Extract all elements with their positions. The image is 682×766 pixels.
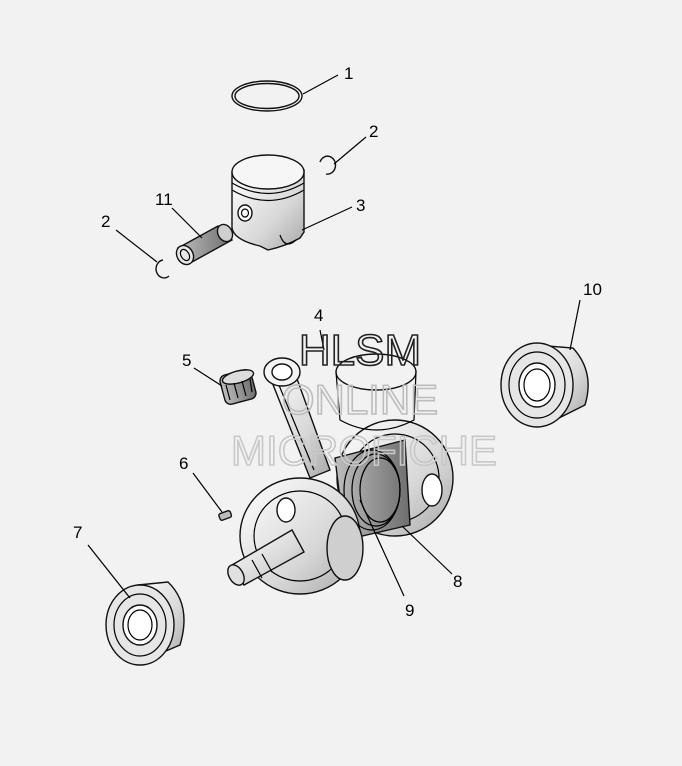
circlip-upper[interactable] <box>319 155 337 175</box>
callout-4: 4 <box>314 306 323 325</box>
leader-lines <box>87 74 581 599</box>
callout-2-lower: 2 <box>101 212 110 231</box>
callout-5: 5 <box>182 351 191 370</box>
callout-8: 8 <box>453 572 462 591</box>
main-bearing-right[interactable] <box>500 342 589 428</box>
callout-3: 3 <box>356 196 365 215</box>
watermark-line2: ONLINE <box>282 376 438 423</box>
piston-pin[interactable] <box>173 222 235 268</box>
piston-ring[interactable] <box>231 80 303 112</box>
needle-bearing[interactable] <box>219 367 258 406</box>
callout-9: 9 <box>405 601 414 620</box>
main-bearing-left[interactable] <box>105 581 185 666</box>
callout-1: 1 <box>344 64 353 83</box>
watermark-line1: HLSM <box>299 326 421 375</box>
watermark-line3: MICROFICHE <box>231 427 497 474</box>
circlip-lower[interactable] <box>155 259 170 279</box>
callout-2-upper: 2 <box>369 122 378 141</box>
connecting-rod[interactable] <box>263 357 331 479</box>
callout-6: 6 <box>179 454 188 473</box>
callout-labels: 1 2 3 11 2 4 5 6 7 10 8 9 <box>73 64 602 620</box>
crankshaft[interactable] <box>224 353 454 595</box>
woodruff-key[interactable] <box>218 509 233 521</box>
piston[interactable] <box>231 154 305 251</box>
callout-11: 11 <box>155 190 173 209</box>
callout-7: 7 <box>73 523 82 542</box>
callout-10: 10 <box>583 280 602 299</box>
watermark: HLSM ONLINE MICROFICHE <box>230 325 498 475</box>
